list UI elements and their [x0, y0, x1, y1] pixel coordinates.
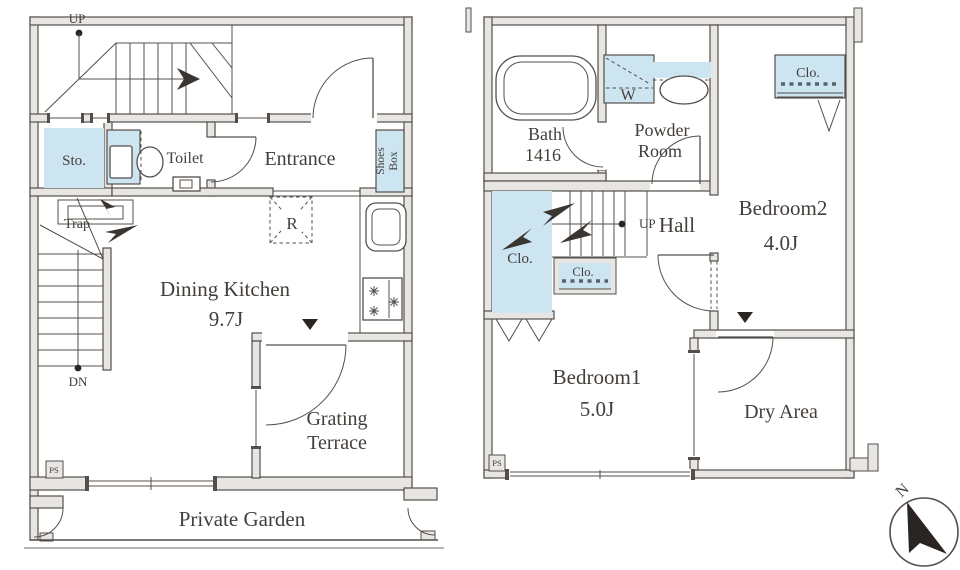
floor2-storage-areas — [492, 54, 846, 313]
label-trap: Trap — [64, 217, 90, 232]
kitchen-sink-icon — [359, 196, 407, 333]
label-ps-floor1: PS — [49, 465, 59, 475]
toilet-icon — [109, 131, 201, 192]
label-powder-room-2: Room — [638, 141, 682, 161]
label-storage: Sto. — [62, 153, 86, 169]
trap-hatch-icon — [39, 197, 138, 260]
closet-rod-icon — [559, 82, 843, 290]
label-hall: Hall — [659, 213, 695, 237]
refrigerator-icon — [269, 196, 313, 244]
entrance-step — [273, 190, 360, 197]
washer-area — [603, 54, 655, 104]
label-shoes-box-2: Box — [388, 151, 400, 170]
label-dining-kitchen-size: 9.7J — [209, 307, 243, 331]
walk-in-closet-area — [492, 191, 552, 313]
label-bedroom2-size: 4.0J — [764, 231, 798, 255]
storage-room-area — [44, 128, 104, 188]
label-bedroom1-size: 5.0J — [580, 397, 614, 421]
label-closet-small: Clo. — [572, 265, 593, 279]
shoes-box-area — [375, 129, 405, 193]
entry-marker-floor1 — [302, 319, 318, 330]
label-washer: W — [620, 87, 636, 104]
floor2-doors — [495, 99, 841, 393]
vanity-cabinet-area — [653, 62, 711, 78]
label-dn-floor1: DN — [69, 374, 88, 389]
label-closet-top: Clo. — [796, 66, 820, 81]
floor1-storage-areas — [44, 128, 405, 193]
label-up-floor1: UP — [69, 11, 86, 26]
garden-gates — [24, 507, 444, 549]
compass-icon — [889, 497, 959, 567]
pipe-space-floor1 — [45, 460, 64, 479]
pipe-space-floor2 — [488, 454, 506, 472]
floor1-windows — [47, 113, 377, 491]
entry-marker-floor2 — [737, 312, 753, 323]
floor1-doors — [210, 57, 374, 426]
staircase-up-icon — [44, 25, 233, 114]
label-bedroom2: Bedroom2 — [739, 196, 828, 220]
stove-icon — [362, 277, 403, 321]
label-compass-north: N — [893, 480, 913, 501]
label-dining-kitchen: Dining Kitchen — [160, 277, 291, 301]
label-refrigerator: R — [286, 214, 298, 233]
label-bedroom1: Bedroom1 — [553, 365, 642, 389]
closet-top-area — [774, 54, 846, 99]
label-grating-terrace-1: Grating — [306, 408, 367, 430]
staircase-down-icon — [38, 250, 103, 372]
label-private-garden: Private Garden — [179, 507, 306, 531]
label-bath: Bath — [528, 124, 562, 144]
floor2-windows — [505, 124, 774, 480]
bathtub-icon — [495, 55, 597, 121]
staircase-floor2-icon — [552, 191, 648, 258]
closet-door-arrows — [502, 203, 575, 250]
label-up-floor2: UP — [639, 216, 656, 231]
label-closet-walk-in: Clo. — [507, 251, 532, 267]
label-ps-floor2: PS — [492, 458, 502, 468]
closet-small-area — [559, 263, 611, 289]
washbasin-icon — [659, 75, 709, 105]
label-dry-area: Dry Area — [744, 401, 818, 423]
label-bath-size: 1416 — [525, 145, 561, 165]
label-entrance: Entrance — [264, 148, 335, 170]
label-shoes-box-1: Shoes — [375, 147, 387, 175]
label-toilet: Toilet — [166, 150, 204, 167]
label-grating-terrace-2: Terrace — [307, 432, 367, 454]
label-powder-room-1: Powder — [635, 120, 690, 140]
